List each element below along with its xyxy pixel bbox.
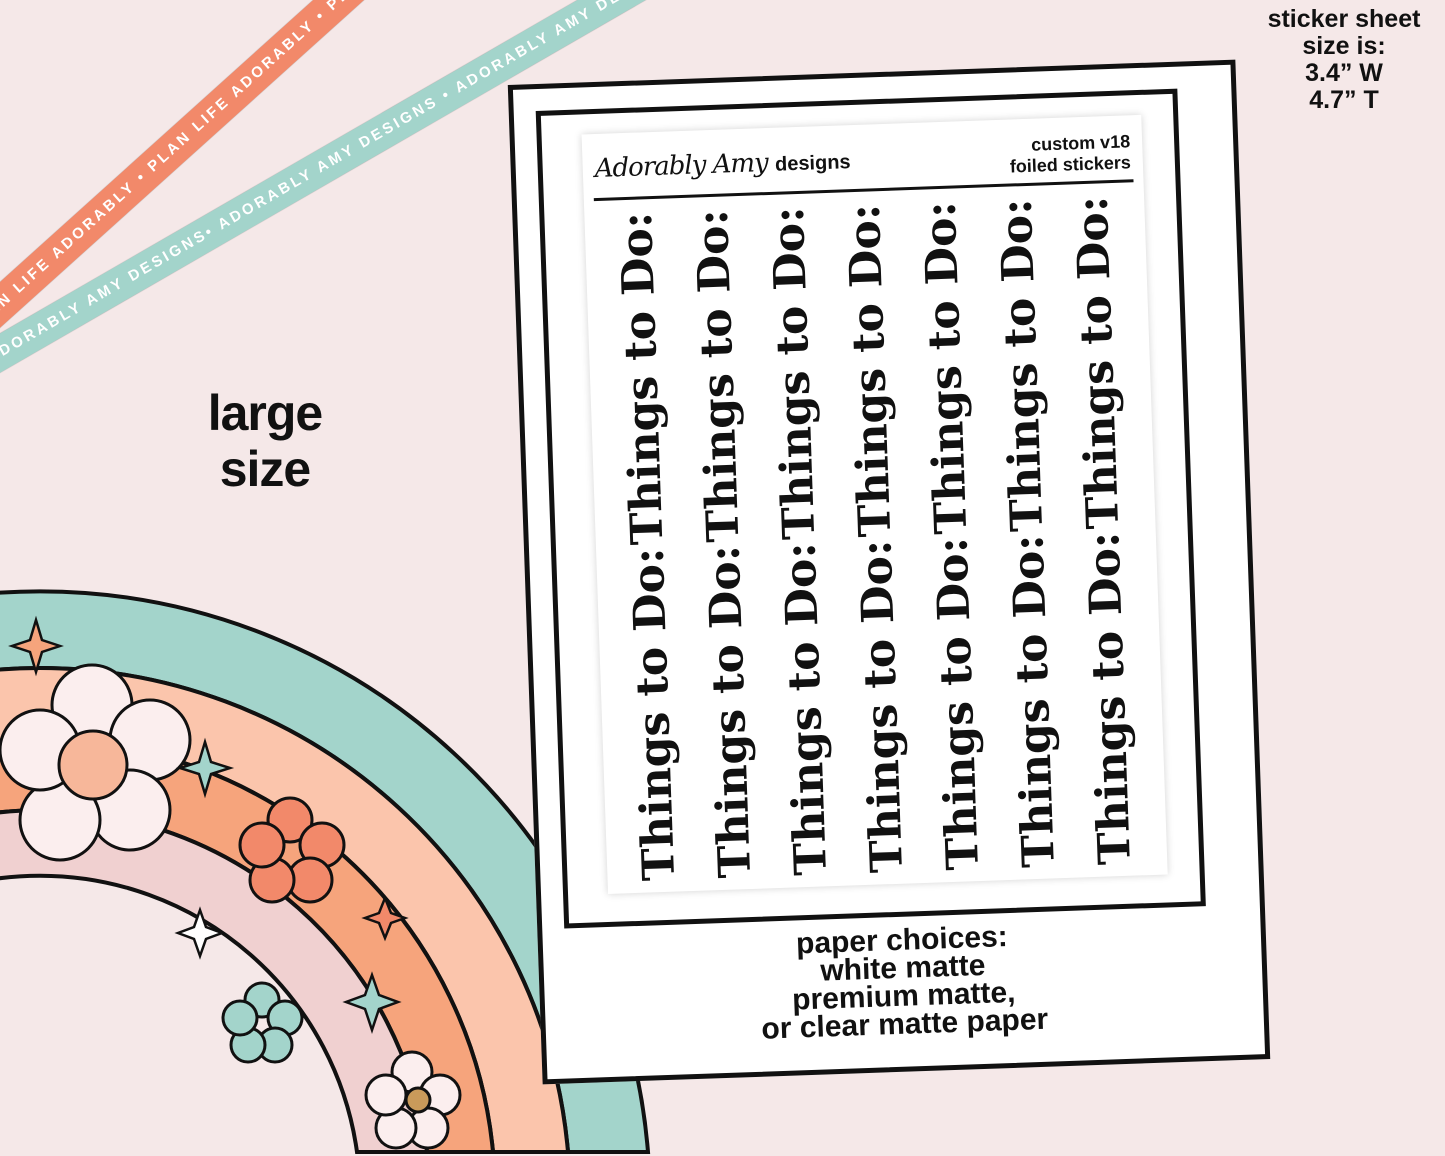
sticker: Things to Do: [978, 196, 1066, 534]
sticker-text: Things to Do: [698, 544, 762, 879]
sticker: Things to Do: [598, 209, 686, 547]
brand-logo: Adorably Amy designs [594, 145, 851, 184]
sticker-text: Things to Do: [926, 536, 989, 871]
sparkle-icon [8, 615, 64, 677]
teal-flower-icon [221, 981, 304, 1064]
sticker-text: Things to Do: [1066, 195, 1130, 530]
sticker-text: Things to Do: [686, 208, 750, 544]
sparkle-icon [342, 971, 402, 1034]
sticker-text: Things to Do: [610, 211, 674, 546]
smiley-flower-icon [0, 663, 192, 862]
sparkle-icon [175, 737, 235, 799]
sticker: Things to Do: [674, 207, 762, 545]
sticker: Things to Do: [1066, 529, 1154, 867]
sticker: Things to Do: [826, 201, 914, 539]
sparkle-icon [174, 906, 226, 960]
sheet-size-info: sticker sheet size is: 3.4” W 4.7” T [1255, 6, 1433, 114]
sticker: Things to Do: [1054, 193, 1142, 531]
sticker-grid: Things to Do:Things to Do:Things to Do:T… [598, 193, 1153, 883]
sticker-text: Things to Do: [838, 203, 902, 538]
sticker: Things to Do: [902, 199, 990, 537]
sticker-text: Things to Do: [622, 546, 686, 882]
sticker: Things to Do: [990, 532, 1078, 870]
sticker-text: Things to Do: [914, 200, 978, 536]
sheet-subtitle: custom v18 foiled stickers [1009, 131, 1132, 177]
sticker-text: Things to Do: [1078, 531, 1141, 866]
sticker: Things to Do: [686, 542, 774, 880]
orange-flower-icon [238, 796, 346, 904]
sticker: Things to Do: [610, 545, 698, 883]
size-height: 4.7” T [1309, 86, 1379, 114]
sticker-text: Things to Do: [774, 541, 838, 877]
sticker: Things to Do: [914, 534, 1002, 872]
rainbow-teal-band [0, 589, 651, 1154]
logo-word: designs [774, 151, 851, 176]
size-info-line: sticker sheet [1267, 5, 1421, 33]
sticker-text: Things to Do: [990, 197, 1054, 533]
sticker-sheet-card: Adorably Amy designs custom v18 foiled s… [507, 59, 1271, 1085]
sticker: Things to Do: [838, 537, 926, 875]
white-flower-icon [364, 1050, 462, 1150]
size-label: large size [200, 385, 330, 497]
logo-script: Adorably Amy [594, 147, 769, 185]
sticker: Things to Do: [762, 540, 850, 878]
size-label-line: size [219, 441, 312, 497]
size-width: 3.4” W [1305, 59, 1383, 87]
sheet-header: Adorably Amy designs custom v18 foiled s… [591, 127, 1134, 202]
paper-choices: paper choices: white matte premium matte… [543, 914, 1264, 1051]
size-info-line: size is: [1302, 32, 1386, 60]
sticker-sheet-frame: Adorably Amy designs custom v18 foiled s… [535, 88, 1206, 929]
sparkle-icon [361, 894, 409, 942]
size-label-line: large [207, 385, 324, 441]
subtitle-line: foiled stickers [1009, 152, 1132, 177]
sticker-text: Things to Do: [1002, 533, 1065, 869]
sticker-sheet: Adorably Amy designs custom v18 foiled s… [581, 114, 1168, 895]
sticker-text: Things to Do: [850, 539, 913, 874]
sticker-text: Things to Do: [762, 205, 826, 541]
sticker: Things to Do: [750, 204, 838, 542]
